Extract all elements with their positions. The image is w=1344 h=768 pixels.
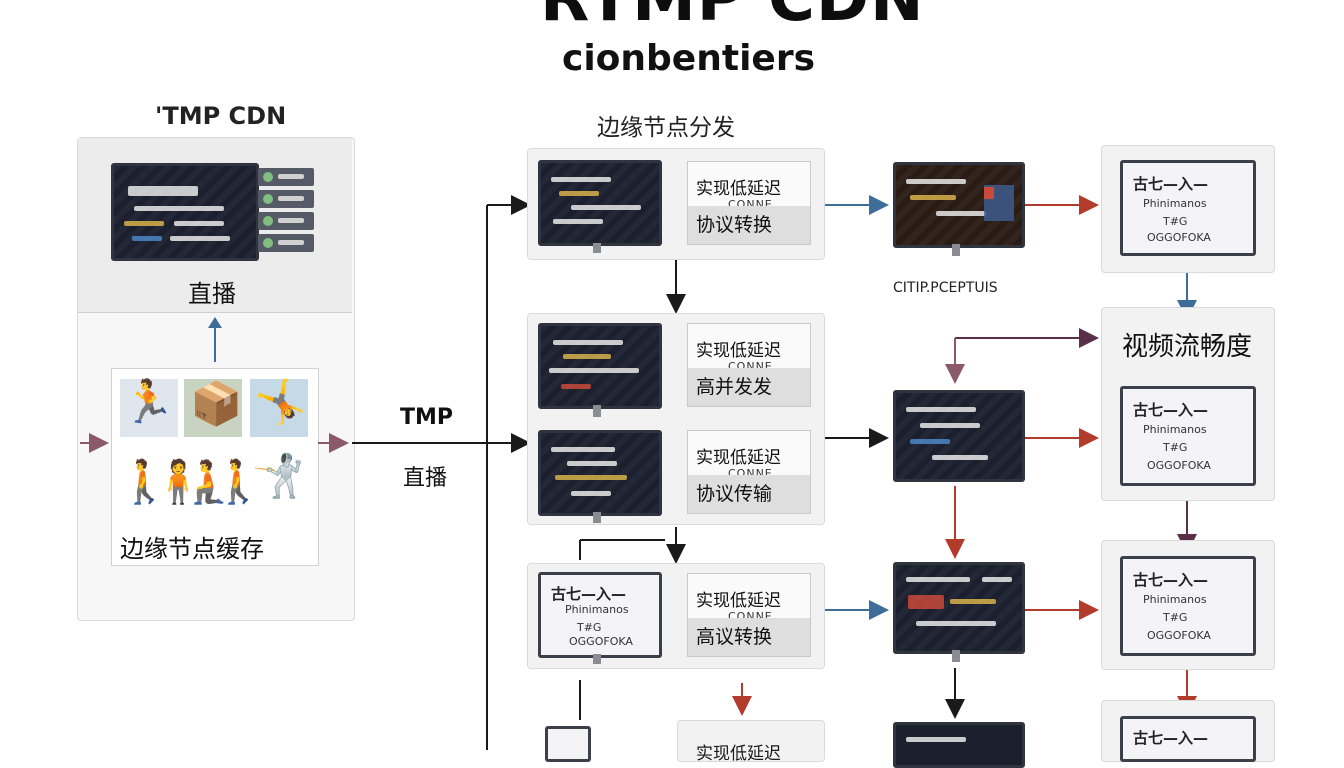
cache-box: 🏃 📦 🤸 🚶 🧍 🧎 🚶 🤺 边缘节点缓存 — [111, 368, 319, 566]
viewer-screen: 古七—入— — [1120, 716, 1256, 762]
node-title: 实现低延迟 — [696, 744, 781, 764]
live-preview-screen — [111, 163, 259, 261]
smoothness-heading: 视频流畅度 — [1122, 332, 1253, 362]
side-menu-item — [258, 190, 314, 208]
side-menu-item — [258, 212, 314, 230]
node-textbox: 实现低延迟 CONNE 协议转换 — [687, 161, 811, 245]
node-function: 高并发发 — [688, 368, 810, 406]
link-label-protocol: TMP — [400, 405, 454, 430]
flow-arrows — [80, 195, 1197, 750]
node-screen — [538, 323, 662, 409]
side-menu-item — [258, 234, 314, 252]
thumbnail — [120, 379, 178, 437]
relay-screen — [893, 162, 1025, 248]
node-textbox: 实现低延迟 CONNE 协议传输 — [687, 430, 811, 514]
page-subtitle: cionbentiers — [562, 38, 816, 79]
link-label-live: 直播 — [403, 466, 448, 491]
node-function: 协议传输 — [688, 475, 810, 513]
live-label: 直播 — [188, 280, 236, 308]
node-function: 高议转换 — [688, 618, 810, 656]
viewer-screen: 古七—入— Phinimanos T#G OGGOFOKA — [1120, 160, 1256, 256]
node-title: 实现低延迟 — [696, 179, 781, 199]
node-screen-light — [545, 726, 591, 762]
up-arrow-icon — [208, 317, 222, 362]
node-screen — [538, 430, 662, 516]
distribution-heading: 边缘节点分发 — [597, 115, 735, 141]
relay-screen — [893, 390, 1025, 482]
side-menu-item — [258, 168, 314, 186]
node-title: 实现低延迟 — [696, 341, 781, 361]
thumbnail — [184, 379, 242, 437]
page-title: RTMP CDN — [540, 0, 925, 36]
node-title: 实现低延迟 — [696, 591, 781, 611]
left-panel-heading: 'TMP CDN — [155, 102, 287, 130]
thumbnail — [250, 379, 308, 437]
node-screen — [538, 160, 662, 246]
viewer-screen: 古七—入— Phinimanos T#G OGGOFOKA — [1120, 556, 1256, 656]
relay-screen — [893, 562, 1025, 654]
node-title: 实现低延迟 — [696, 448, 781, 468]
cache-label: 边缘节点缓存 — [120, 535, 264, 563]
node-screen-light: 古七—入— Phinimanos T#G OGGOFOKA — [538, 572, 662, 658]
edge-node-card: 实现低延迟 — [677, 720, 825, 764]
relay-caption: CITIP.PCEPTUIS — [893, 280, 998, 296]
relay-screen — [893, 722, 1025, 768]
viewer-screen: 古七—入— Phinimanos T#G OGGOFOKA — [1120, 386, 1256, 486]
node-textbox: 实现低延迟 CONNE 高议转换 — [687, 573, 811, 657]
node-function: 协议转换 — [688, 206, 810, 244]
node-textbox: 实现低延迟 CONNE 高并发发 — [687, 323, 811, 407]
